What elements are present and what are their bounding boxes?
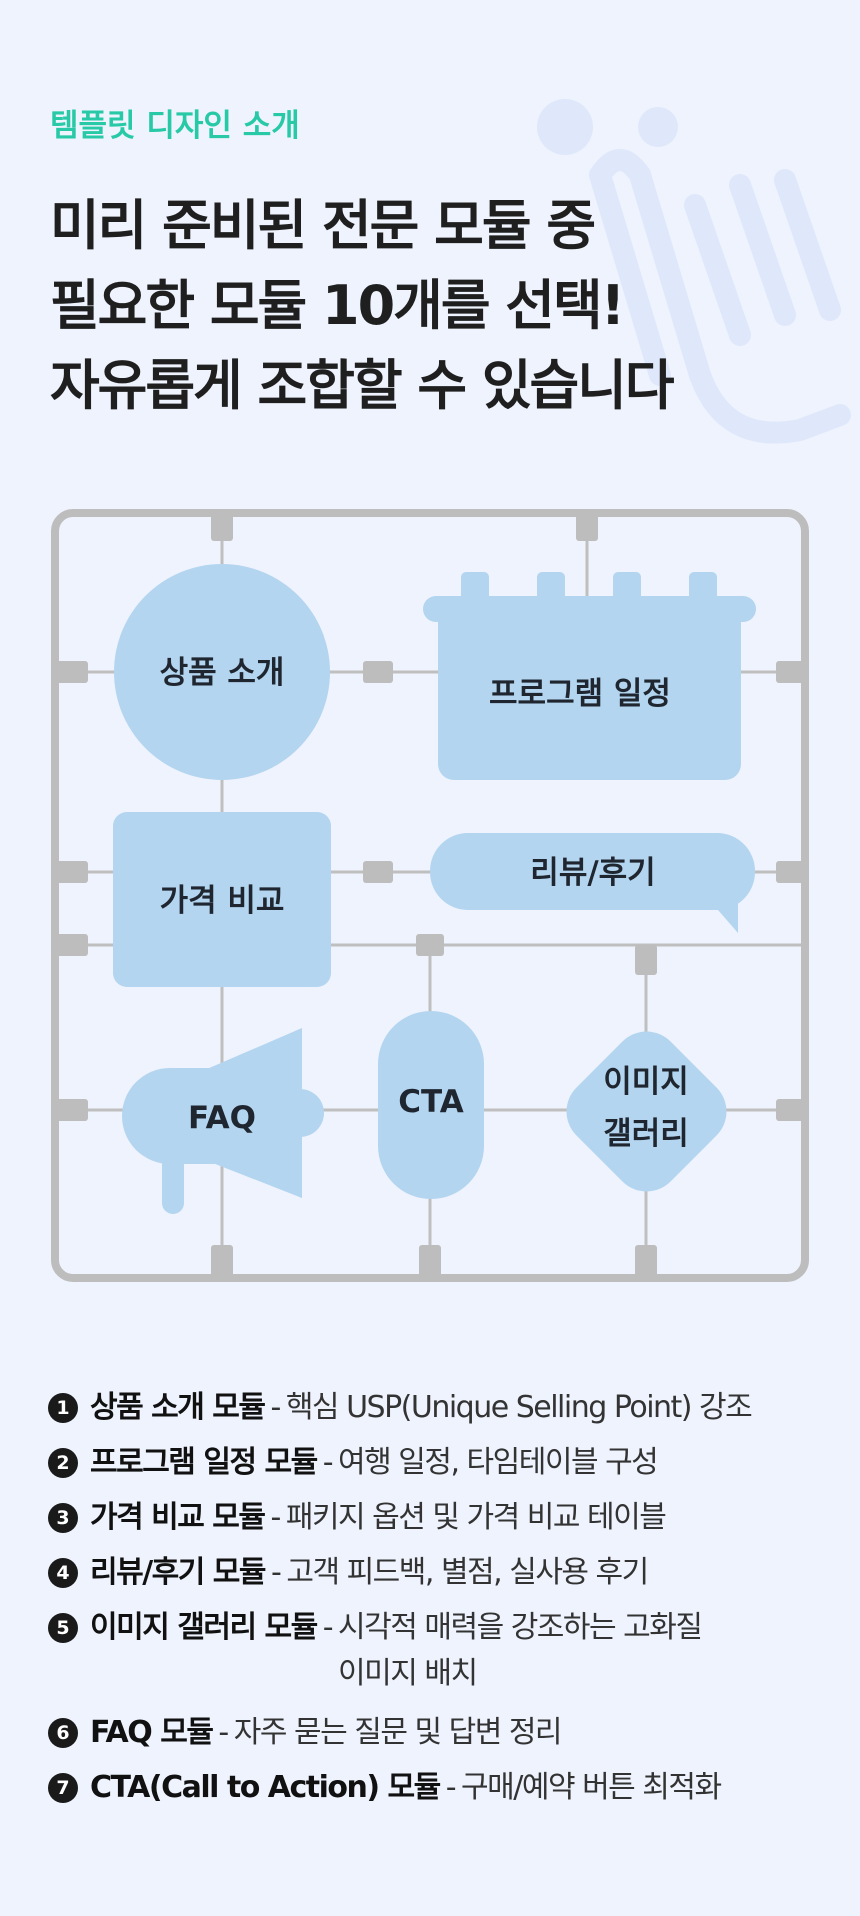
headline-line-2: 필요한 모듈 10개를 선택! — [50, 274, 625, 337]
list-number-badge: 1 — [48, 1393, 78, 1423]
module-review: 리뷰/후기 — [430, 833, 755, 933]
sprue-nubs — [54, 513, 806, 1279]
list-number-badge: 6 — [48, 1718, 78, 1748]
list-number-badge: 3 — [48, 1503, 78, 1533]
module-label-review: 리뷰/후기 — [530, 855, 655, 891]
list-number-badge: 5 — [48, 1613, 78, 1643]
module-label-faq: FAQ — [188, 1100, 256, 1136]
module-image-gallery: 이미지 갤러리 — [566, 1031, 727, 1192]
list-item-title: 이미지 갤러리 모듈 — [90, 1610, 318, 1645]
module-faq: FAQ — [122, 1028, 324, 1214]
module-label-program-schedule: 프로그램 일정 — [489, 676, 671, 712]
list-item-title: 리뷰/후기 모듈 — [90, 1555, 267, 1590]
list-item: 6 FAQ 모듈-자주 묻는 질문 및 답변 정리 — [48, 1710, 848, 1756]
list-item-desc: 구매/예약 버튼 최적화 — [461, 1770, 722, 1805]
list-item-title: FAQ 모듈 — [90, 1715, 214, 1750]
list-item: 4 리뷰/후기 모듈-고객 피드백, 별점, 실사용 후기 — [48, 1550, 848, 1596]
module-label-product-intro: 상품 소개 — [160, 655, 285, 691]
list-item-desc: 핵심 USP(Unique Selling Point) 강조 — [285, 1390, 753, 1425]
module-program-schedule: 프로그램 일정 — [423, 572, 756, 780]
list-item: 7 CTA(Call to Action) 모듈-구매/예약 버튼 최적화 — [48, 1765, 848, 1811]
list-item-desc-continued: 이미지 배치 — [338, 1656, 478, 1691]
module-list: 1 상품 소개 모듈-핵심 USP(Unique Selling Point) … — [48, 1385, 848, 1820]
module-label-gallery-line2: 갤러리 — [603, 1116, 689, 1152]
list-number-badge: 2 — [48, 1448, 78, 1478]
list-item-title: 가격 비교 모듈 — [90, 1500, 266, 1535]
list-item-desc: 시각적 매력을 강조하는 고화질 — [338, 1610, 703, 1645]
module-label-gallery-line1: 이미지 — [603, 1064, 689, 1100]
list-item: 5 이미지 갤러리 모듈- 시각적 매력을 강조하는 고화질 이미지 배치 — [48, 1605, 848, 1697]
headline-line-3: 자유롭게 조합할 수 있습니다 — [50, 354, 675, 417]
module-price-compare: 가격 비교 — [113, 812, 331, 987]
list-item: 1 상품 소개 모듈-핵심 USP(Unique Selling Point) … — [48, 1385, 848, 1431]
list-item-title: CTA(Call to Action) 모듈 — [90, 1770, 441, 1805]
eyebrow-label: 템플릿 디자인 소개 — [50, 108, 300, 144]
list-item-desc: 패키지 옵션 및 가격 비교 테이블 — [285, 1500, 667, 1535]
list-item: 2 프로그램 일정 모듈-여행 일정, 타임테이블 구성 — [48, 1440, 848, 1486]
sprue-frame — [51, 509, 809, 1282]
module-label-cta: CTA — [398, 1084, 463, 1120]
list-item: 3 가격 비교 모듈-패키지 옵션 및 가격 비교 테이블 — [48, 1495, 848, 1541]
headline: 미리 준비된 전문 모듈 중 필요한 모듈 10개를 선택! 자유롭게 조합할 … — [50, 186, 675, 426]
list-item-desc: 여행 일정, 타임테이블 구성 — [338, 1445, 659, 1480]
module-label-price-compare: 가격 비교 — [160, 883, 285, 919]
module-product-intro: 상품 소개 — [114, 564, 330, 780]
list-number-badge: 4 — [48, 1558, 78, 1588]
list-item-title: 상품 소개 모듈 — [90, 1390, 266, 1425]
list-item-desc: 자주 묻는 질문 및 답변 정리 — [233, 1715, 563, 1750]
module-cta: CTA — [378, 1011, 484, 1199]
list-item-desc: 고객 피드백, 별점, 실사용 후기 — [286, 1555, 649, 1590]
list-number-badge: 7 — [48, 1773, 78, 1803]
headline-line-1: 미리 준비된 전문 모듈 중 — [50, 194, 596, 257]
list-item-title: 프로그램 일정 모듈 — [90, 1445, 318, 1480]
pointing-hand-icon — [537, 99, 851, 444]
